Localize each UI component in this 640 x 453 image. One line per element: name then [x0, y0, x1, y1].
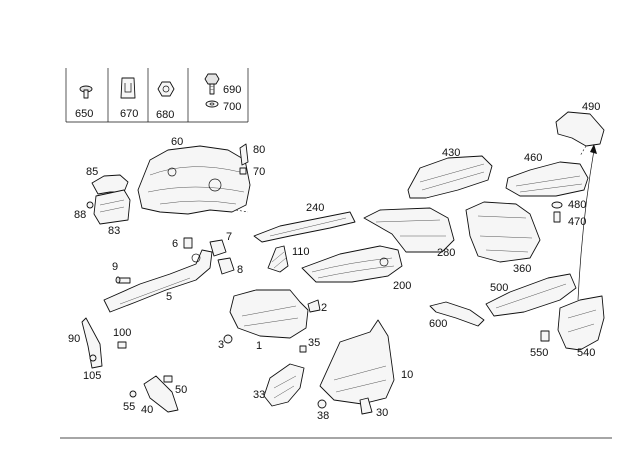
callout-85: 85	[86, 166, 98, 178]
part-430-shape	[407, 155, 493, 199]
clip-icon	[120, 77, 136, 99]
part-40-shape	[143, 375, 179, 413]
callout-240: 240	[306, 202, 324, 214]
legend-label-670: 670	[120, 108, 138, 120]
part-38-shape	[317, 399, 327, 409]
callout-90: 90	[68, 333, 80, 345]
part-60-shape	[137, 145, 251, 215]
screw-icon	[79, 85, 93, 99]
callout-600: 600	[429, 318, 447, 330]
callout-88: 88	[74, 209, 86, 221]
callout-9: 9	[112, 261, 118, 273]
callout-2: 2	[321, 302, 327, 314]
callout-6: 6	[172, 238, 178, 250]
callout-1: 1	[256, 340, 262, 352]
callout-33: 33	[253, 389, 265, 401]
callout-500: 500	[490, 282, 508, 294]
part-35-shape	[299, 345, 307, 353]
legend-label-700: 700	[223, 101, 241, 113]
part-30-shape	[359, 397, 373, 415]
part-2-shape	[307, 299, 321, 313]
part-460-shape	[505, 161, 589, 197]
part-55-shape	[129, 390, 137, 398]
legend-label-690: 690	[223, 84, 241, 96]
part-8-shape	[217, 257, 235, 275]
legend-label-680: 680	[156, 109, 174, 121]
part-100-shape	[117, 341, 127, 349]
callout-5: 5	[166, 291, 172, 303]
callout-38: 38	[317, 410, 329, 422]
part-85-shape	[91, 174, 129, 195]
callout-55: 55	[123, 401, 135, 413]
callout-60: 60	[171, 136, 183, 148]
part-50-shape	[163, 375, 173, 383]
callout-480: 480	[568, 199, 586, 211]
callout-3: 3	[218, 339, 224, 351]
callout-110: 110	[292, 246, 310, 258]
callout-7: 7	[226, 231, 232, 243]
assembly-arrow	[577, 144, 597, 301]
part-80-shape	[239, 143, 249, 166]
nut-icon	[157, 81, 175, 97]
callout-10: 10	[401, 369, 413, 381]
callout-35: 35	[308, 337, 320, 349]
part-90-shape	[81, 317, 103, 369]
callout-460: 460	[524, 152, 542, 164]
callout-70: 70	[253, 166, 265, 178]
part-540-shape	[557, 295, 605, 351]
callout-200: 200	[393, 280, 411, 292]
part-110-shape	[267, 245, 289, 273]
callout-540: 540	[577, 347, 595, 359]
part-600-shape	[429, 301, 485, 327]
callout-40: 40	[141, 404, 153, 416]
callout-280: 280	[437, 247, 455, 259]
callout-470: 470	[568, 216, 586, 228]
fastener-legend: 650 670 680 690 700	[65, 68, 249, 123]
part-33-shape	[263, 363, 305, 407]
part-490-shape	[555, 111, 605, 157]
callout-550: 550	[530, 347, 548, 359]
callout-430: 430	[442, 147, 460, 159]
callout-50: 50	[175, 384, 187, 396]
part-200-shape	[301, 245, 403, 283]
part-70-shape	[239, 167, 247, 175]
part-7-shape	[209, 239, 227, 257]
part-360-shape	[465, 201, 541, 263]
part-6-shape	[183, 237, 193, 249]
callout-80: 80	[253, 144, 265, 156]
callout-360: 360	[513, 263, 531, 275]
part-1-shape	[229, 289, 309, 339]
part-550-shape	[540, 330, 550, 342]
part-88-shape	[86, 201, 94, 209]
part-3-shape	[223, 334, 233, 344]
part-10-shape	[319, 319, 395, 405]
callout-labels: 490 460 430 480 470 360 280 240 110 200 …	[68, 101, 600, 422]
callout-490: 490	[582, 101, 600, 113]
part-83-shape	[93, 189, 131, 225]
part-470-shape	[553, 211, 561, 223]
part-500-shape	[485, 273, 577, 317]
part-280-shape	[363, 207, 455, 253]
part-9-shape	[115, 276, 131, 284]
part-105-shape	[89, 354, 97, 362]
callout-83: 83	[108, 225, 120, 237]
legend-label-650: 650	[75, 108, 93, 120]
callout-100: 100	[113, 327, 131, 339]
callout-105: 105	[83, 370, 101, 382]
washer-icon	[205, 100, 219, 108]
part-480-shape	[551, 201, 563, 209]
bolt-icon	[204, 73, 220, 95]
callout-30: 30	[376, 407, 388, 419]
part-240-shape	[253, 211, 356, 243]
part-5-shape	[103, 249, 213, 313]
callout-8: 8	[237, 264, 243, 276]
